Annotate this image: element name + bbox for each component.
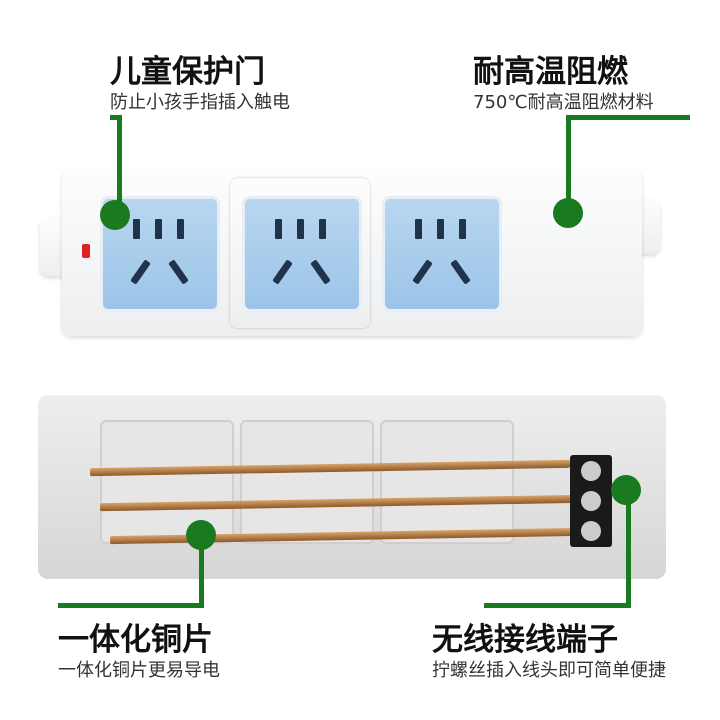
leader-line bbox=[566, 115, 571, 213]
terminal-subtitle: 拧螺丝插入线头即可简单便捷 bbox=[432, 660, 666, 681]
child-protection-subtitle: 防止小孩手指插入触电 bbox=[110, 92, 290, 113]
flame-retardant-title: 耐高温阻燃 bbox=[473, 54, 628, 90]
flame-retardant-subtitle: 750℃耐高温阻燃材料 bbox=[473, 92, 654, 113]
leader-line bbox=[199, 535, 204, 607]
leader-line bbox=[626, 490, 631, 607]
child-protection-title: 儿童保护门 bbox=[110, 54, 265, 90]
callout-dot bbox=[553, 198, 583, 228]
terminal-block bbox=[570, 455, 612, 547]
copper-strip-title: 一体化铜片 bbox=[58, 622, 213, 658]
socket-3 bbox=[382, 196, 502, 312]
leader-line bbox=[110, 115, 122, 120]
leader-line bbox=[566, 115, 690, 120]
callout-dot bbox=[100, 200, 130, 230]
power-indicator-light bbox=[82, 244, 90, 258]
leader-line bbox=[484, 603, 631, 608]
socket-2 bbox=[242, 196, 362, 312]
leader-line bbox=[117, 115, 122, 215]
copper-strip-subtitle: 一体化铜片更易导电 bbox=[58, 660, 220, 681]
leader-line bbox=[58, 603, 204, 608]
terminal-title: 无线接线端子 bbox=[432, 622, 618, 658]
